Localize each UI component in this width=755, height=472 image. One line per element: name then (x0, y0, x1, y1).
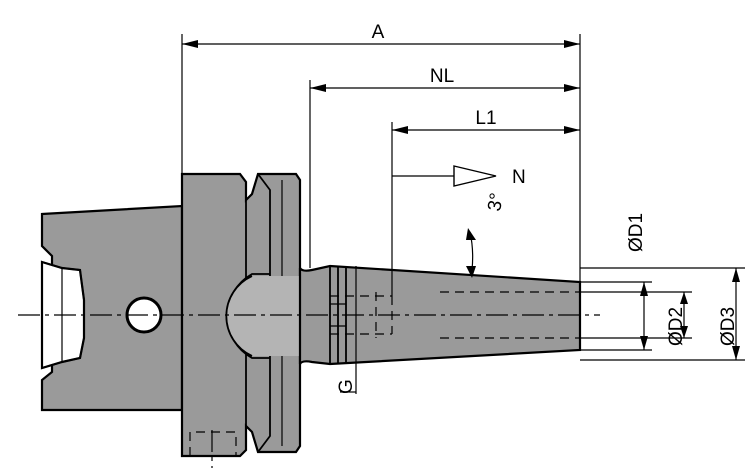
dimension-l1-label: L1 (475, 108, 496, 129)
dimension-nl: NL (309, 66, 580, 268)
angle-callout: 3° (466, 191, 508, 278)
dimension-a: A (181, 22, 581, 282)
hsk-shank (40, 204, 184, 412)
dimension-l1: L1 (391, 108, 580, 296)
n-direction-arrow: N (392, 165, 526, 188)
g-label: G (336, 379, 357, 394)
angle-label: 3° (484, 191, 508, 213)
dimension-nl-label: NL (430, 66, 454, 87)
d1-label: ØD1 (626, 213, 647, 252)
diameter-dimensions: ØD1 ØD2 ØD3 (580, 213, 745, 361)
g-dimension: G (336, 266, 357, 394)
dimension-a-label: A (372, 22, 385, 43)
n-label: N (512, 167, 526, 188)
shrink-nose (298, 264, 582, 366)
d3-label: ØD3 (718, 307, 739, 346)
d2-label: ØD2 (666, 307, 687, 346)
